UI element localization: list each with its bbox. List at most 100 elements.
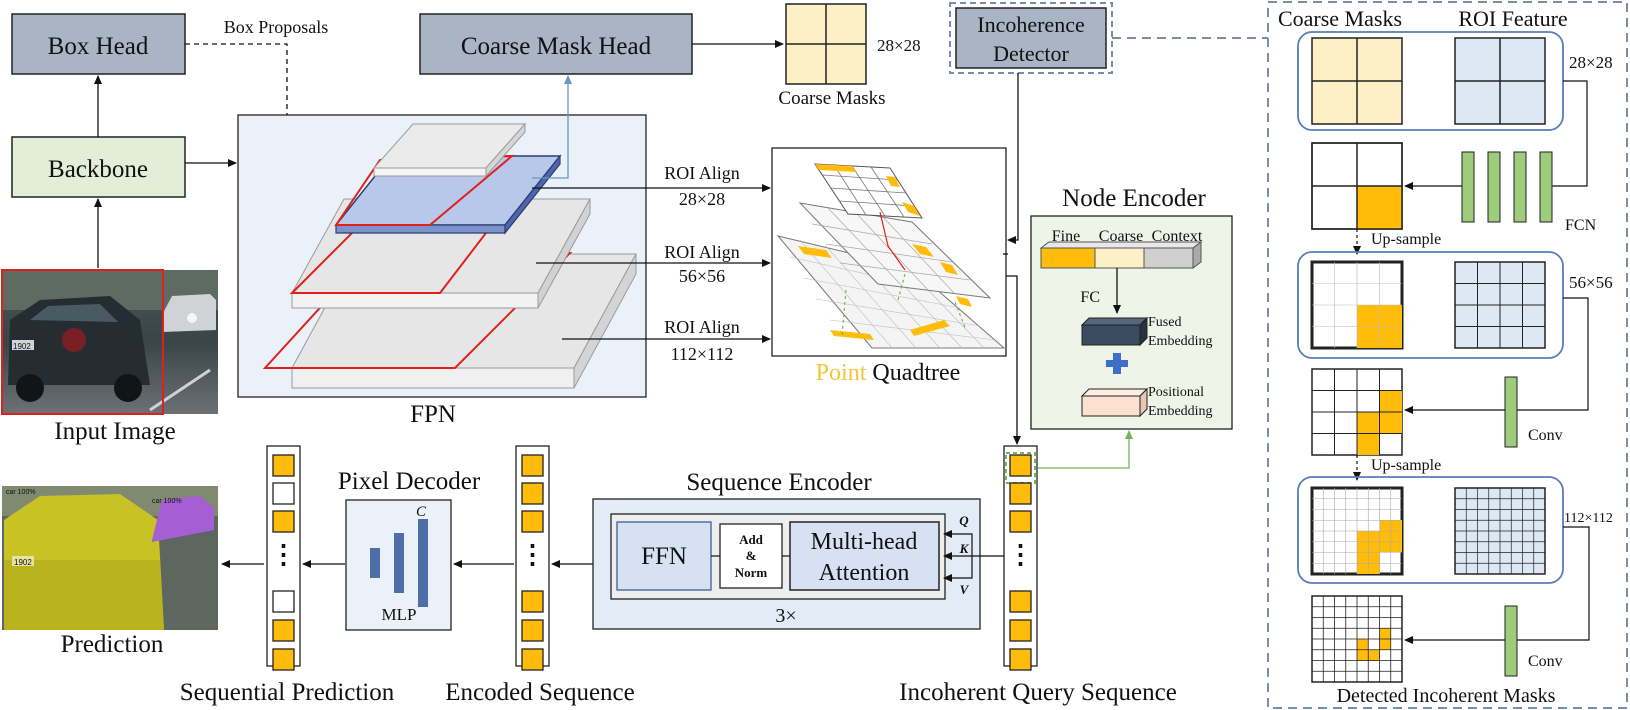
coarse-masks-label: Coarse Masks [778, 88, 885, 109]
roi-align-1-label: ROI Align [664, 163, 740, 183]
point-quadtree [771, 147, 1007, 357]
svg-text:Conv: Conv [1528, 653, 1563, 670]
quadtree-to-query-arrow [1006, 275, 1021, 445]
svg-text:Coarse Masks: Coarse Masks [1278, 6, 1402, 31]
roi-align-3-label: ROI Align [664, 317, 740, 337]
svg-text:3×: 3× [775, 605, 796, 627]
sequence-cell [521, 590, 544, 613]
svg-text:Up-sample: Up-sample [1371, 231, 1441, 248]
svg-text:Detected Incoherent Masks: Detected Incoherent Masks [1337, 685, 1556, 707]
svg-text:Positional: Positional [1148, 385, 1204, 400]
sequence-cell [1009, 510, 1032, 533]
query-to-node-encoder-arrow [1038, 430, 1133, 469]
roi-align-1-size: 28×28 [679, 189, 725, 209]
sequence-cell [1009, 482, 1032, 505]
sequence-encoder-title: Sequence Encoder [686, 469, 872, 496]
coarse-mask-head: Coarse Mask Head [419, 13, 693, 75]
svg-text:Detector: Detector [993, 41, 1069, 66]
fpn-panel [237, 114, 647, 398]
sequence-cell [1009, 619, 1032, 642]
svg-text:Fine: Fine [1052, 228, 1080, 245]
svg-text:C: C [416, 504, 427, 520]
backbone: Backbone [11, 136, 186, 198]
svg-text:Add: Add [739, 532, 764, 547]
sequence-encoder: FFN Add & Norm Multi-head Attention 3× Q… [592, 498, 1006, 630]
input-image: 1902 [1, 269, 218, 415]
svg-text:Embedding: Embedding [1148, 334, 1213, 349]
sequential-prediction-label: Sequential Prediction [180, 679, 395, 706]
svg-text:car 100%: car 100% [6, 489, 36, 496]
sequence-cell [521, 648, 544, 671]
svg-text:Multi-head: Multi-head [811, 529, 918, 555]
sequential-prediction-column: ⋮ [266, 445, 301, 671]
sequence-cell [272, 648, 295, 671]
svg-text:Embedding: Embedding [1148, 404, 1213, 419]
svg-text:MLP: MLP [382, 605, 417, 624]
svg-text:Coarse Mask Head: Coarse Mask Head [461, 33, 652, 60]
sequence-cell [272, 482, 295, 505]
box-head: Box Head [11, 13, 186, 75]
sequence-cell [272, 590, 295, 613]
fpn-label: FPN [410, 401, 456, 428]
point-quadtree-label: Point Quadtree [816, 360, 961, 386]
fpn-to-coarse-mask-arrow [532, 75, 572, 179]
roi-align-2-label: ROI Align [664, 242, 740, 262]
svg-text:Fused: Fused [1148, 315, 1181, 330]
svg-text:car 100%: car 100% [152, 498, 182, 505]
svg-text:FC: FC [1080, 289, 1100, 306]
sequence-cell [272, 454, 295, 477]
svg-text:56×56: 56×56 [1569, 273, 1613, 292]
coarse-masks-grid [785, 3, 867, 85]
detector-to-quadtree-arrow [1007, 73, 1019, 244]
roi-align-2-size: 56×56 [679, 266, 725, 286]
svg-text:Context: Context [1152, 228, 1203, 245]
svg-text:112×112: 112×112 [1564, 511, 1613, 526]
sequence-cell [521, 510, 544, 533]
roi-align-3-size: 112×112 [671, 344, 734, 364]
svg-text:Incoherence: Incoherence [977, 12, 1084, 37]
box-proposals-label: Box Proposals [224, 17, 329, 37]
right-detail-panel: Coarse Masks ROI Feature 28×28 FCN Up-sa… [1267, 1, 1628, 709]
svg-text:Conv: Conv [1528, 427, 1563, 444]
sequence-cell [521, 454, 544, 477]
pixel-decoder: C MLP [345, 499, 452, 631]
ellipsis-dots: ⋮ [271, 540, 297, 569]
prediction-image: 1902 car 100% car 100% [2, 486, 218, 630]
sequence-cell [1009, 454, 1032, 477]
encoded-sequence-column: ⋮ [515, 445, 550, 671]
input-image-label: Input Image [54, 418, 175, 445]
svg-text:Coarse: Coarse [1099, 228, 1143, 245]
svg-text:28×28: 28×28 [1569, 53, 1613, 72]
svg-text:1902: 1902 [13, 342, 31, 351]
svg-text:Box Head: Box Head [48, 33, 149, 60]
ellipsis-dots: ⋮ [1008, 540, 1034, 569]
sequence-cell [1009, 648, 1032, 671]
svg-text:&: & [746, 548, 757, 563]
encoded-sequence-label: Encoded Sequence [445, 679, 635, 706]
sequence-cell [1009, 590, 1032, 613]
svg-text:Norm: Norm [735, 565, 768, 580]
svg-text:K: K [959, 541, 970, 556]
sequence-cell [521, 619, 544, 642]
svg-text:ROI Feature: ROI Feature [1458, 6, 1567, 31]
svg-text:Up-sample: Up-sample [1371, 457, 1441, 474]
node-encoder-panel: Fine Coarse Context FC Fused Embedding P… [1030, 215, 1233, 430]
node-encoder-title: Node Encoder [1062, 185, 1206, 212]
sequence-cell [521, 482, 544, 505]
svg-text:V: V [960, 582, 970, 597]
pixel-decoder-title: Pixel Decoder [338, 468, 481, 495]
svg-text:FCN: FCN [1565, 217, 1597, 234]
svg-text:Q: Q [959, 513, 969, 528]
svg-text:FFN: FFN [641, 543, 687, 570]
svg-text:1902: 1902 [14, 558, 32, 567]
sequence-cell [272, 510, 295, 533]
incoherent-query-sequence-column: ⋮ [1003, 445, 1038, 671]
incoherent-query-sequence-label: Incoherent Query Sequence [899, 679, 1177, 706]
ellipsis-dots: ⋮ [520, 540, 546, 569]
sequence-cell [272, 619, 295, 642]
prediction-label: Prediction [61, 631, 164, 658]
incoherence-detector: Incoherence Detector [949, 2, 1113, 74]
coarse-masks-size: 28×28 [877, 36, 921, 55]
svg-text:Attention: Attention [819, 560, 910, 586]
